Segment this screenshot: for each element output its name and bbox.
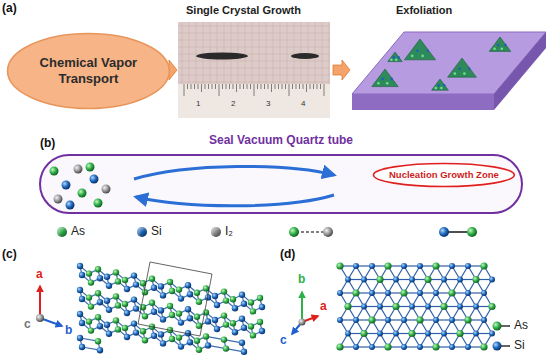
precursor-particle [102,185,111,194]
legend-atom-symbol [493,342,511,351]
node-label: Nucleation Growth Zone [389,169,499,180]
axis-triad [36,286,62,326]
flake [432,79,449,90]
legend-label: Si [514,339,525,353]
precursor-particle [50,167,59,176]
growth-zone-ellipse: Nucleation Growth Zone [372,162,516,188]
precursor-particle [54,195,63,204]
panel-label: (d) [280,248,295,262]
iodide-pair-symbol [289,227,333,237]
legend-atom-symbol [493,322,511,331]
process-arrow [333,60,350,80]
process-ellipse: Chemical Vapor Transport [6,32,171,110]
axis-label: b [298,273,305,287]
legend-swatch [137,227,147,237]
step-label: Exfoliation [396,4,452,17]
step-label: Single Crystal Growth [186,4,301,17]
flake [388,52,402,62]
quartz-tube: Seal Vacuum Quartz tubeNucleation Growth… [38,133,524,219]
flake [404,39,435,60]
legend-label: As [514,319,528,333]
axis-triad [292,292,318,334]
transport-arrow [136,195,334,206]
tube-heading: Seal Vacuum Quartz tube [38,133,524,151]
lattice-structure [336,262,495,350]
axis-label: b [65,324,72,338]
substrate [352,32,546,110]
ruler-number: 2 [231,99,235,108]
ruler-number: 4 [301,99,305,108]
axis-label: c [24,318,31,332]
precursor-particle [90,175,99,184]
flake [372,69,398,87]
panel-label: (c) [2,248,17,262]
axis-label: a [320,300,327,314]
flake [448,58,477,77]
crystal-photo [178,22,330,118]
panel-label: (a) [2,2,17,16]
unit-cell [138,262,212,336]
layered-structure [77,263,265,355]
ruler-number: 1 [196,99,200,108]
precursor-particle [78,189,87,198]
legend-label: I₂ [225,225,233,239]
ruler-number: 3 [266,99,270,108]
precursor-particle [74,165,83,174]
precursor-particle [66,201,75,210]
transport-arrow [134,166,334,179]
axis-label: c [280,334,287,348]
legend-label: As [71,225,85,239]
bond-pair-symbol [439,227,477,237]
precursor-particle [62,181,71,190]
legend-swatch [211,227,221,237]
precursor-particle [94,199,103,208]
node-label: Chemical Vapor Transport [32,55,144,86]
precursor-particle [86,163,95,172]
legend-swatch [57,227,67,237]
panel-label: (b) [40,137,55,151]
legend-label: Si [151,225,162,239]
axis-label: a [36,268,43,282]
flake [489,37,511,51]
